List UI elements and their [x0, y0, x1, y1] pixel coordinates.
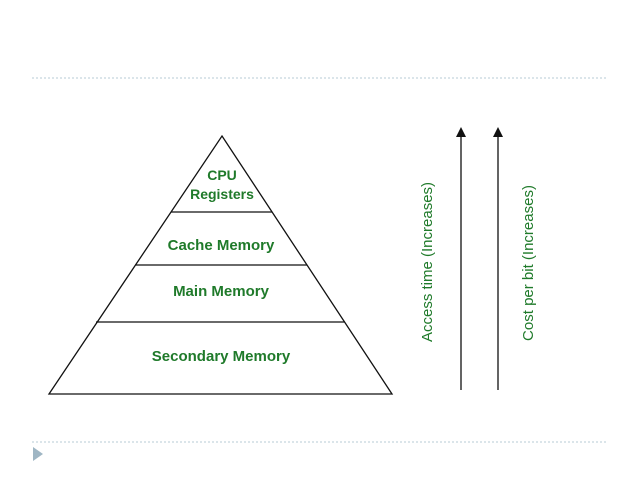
- access-time-arrowhead: [456, 127, 466, 137]
- level-main-memory: Main Memory: [173, 283, 270, 300]
- level-secondary-memory: Secondary Memory: [152, 348, 291, 365]
- level-cache-memory: Cache Memory: [168, 237, 275, 254]
- level-cpu-registers-line-2: Registers: [190, 186, 254, 202]
- cost-per-bit-label: Cost per bit (Increases): [520, 185, 537, 341]
- triangle-right-icon: [33, 447, 43, 461]
- cost-per-bit-arrowhead: [493, 127, 503, 137]
- level-cpu-registers-line-1: CPU: [207, 167, 237, 183]
- access-time-label: Access time (Increases): [419, 182, 436, 342]
